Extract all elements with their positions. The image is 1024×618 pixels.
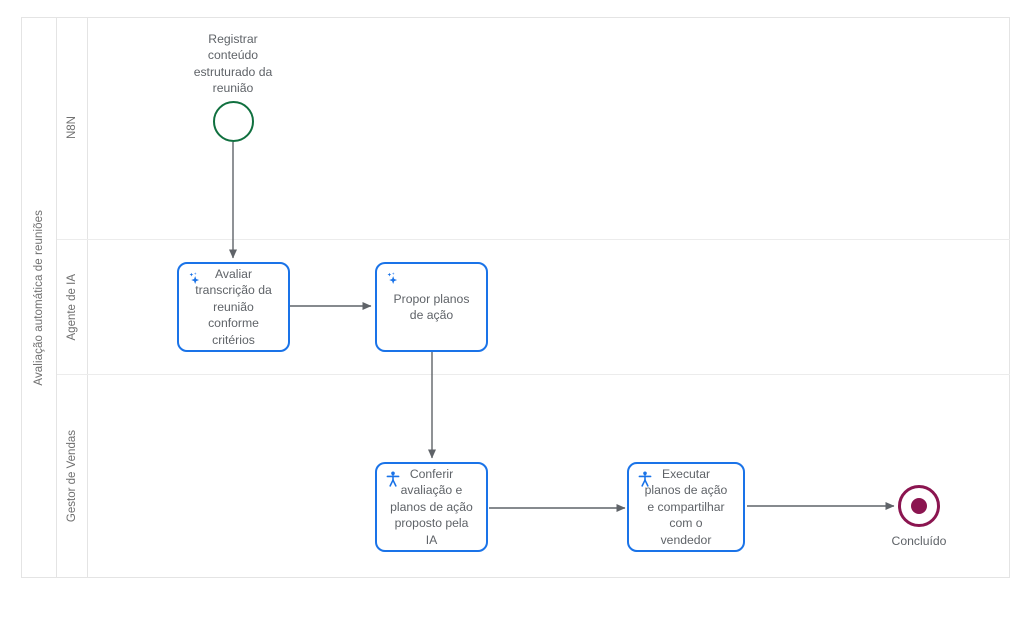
- end-event-inner-dot: [911, 498, 927, 514]
- task-conferir-avaliacao-label: Conferir avaliação e planos de ação prop…: [390, 466, 473, 547]
- task-executar-planos-de-acao[interactable]: Executar planos de ação e compartilhar c…: [627, 462, 745, 552]
- ai-sparkle-icon: [387, 272, 398, 284]
- lane-gestor-de-vendas: Gestor de Vendas: [57, 375, 1010, 578]
- task-avaliar-transcricao-label: Avaliar transcrição da reunião conforme …: [195, 266, 272, 347]
- lane-agente-de-ia: Agente de IA: [57, 240, 1010, 375]
- lane-gestor-de-vendas-label: Gestor de Vendas: [66, 430, 78, 523]
- task-propor-planos-de-acao[interactable]: Propor planos de ação: [375, 262, 488, 352]
- lane-gestor-de-vendas-header: Gestor de Vendas: [57, 375, 88, 578]
- task-propor-planos-de-acao-label: Propor planos de ação: [393, 291, 470, 322]
- task-conferir-avaliacao[interactable]: Conferir avaliação e planos de ação prop…: [375, 462, 488, 552]
- start-event-label: Registrar conteúdo estruturado da reuniã…: [193, 32, 273, 96]
- pool-title: Avaliação automática de reuniões: [21, 17, 57, 578]
- task-executar-planos-de-acao-label: Executar planos de ação e compartilhar c…: [644, 466, 728, 547]
- end-event-label: Concluído: [891, 534, 947, 548]
- lane-n8n-label: N8N: [66, 116, 78, 140]
- lane-n8n-header: N8N: [57, 17, 88, 239]
- end-event-concluido[interactable]: [898, 485, 940, 527]
- pool-title-label: Avaliação automática de reuniões: [32, 209, 45, 386]
- lane-agente-de-ia-header: Agente de IA: [57, 240, 88, 374]
- lane-agente-de-ia-label: Agente de IA: [66, 273, 78, 341]
- start-event-registrar-conteudo[interactable]: [213, 101, 254, 142]
- task-avaliar-transcricao[interactable]: Avaliar transcrição da reunião conforme …: [177, 262, 290, 352]
- lane-n8n: N8N: [57, 17, 1010, 240]
